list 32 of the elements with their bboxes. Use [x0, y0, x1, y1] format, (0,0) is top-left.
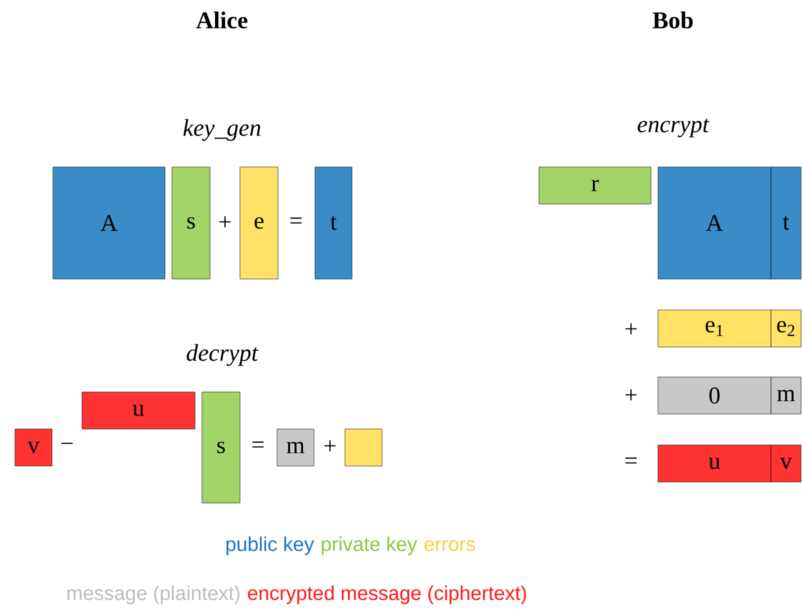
matrix-block: s [202, 392, 240, 504]
legend-entry: errors [424, 540, 476, 552]
matrix-block: m [770, 376, 802, 414]
empty-block [344, 428, 382, 466]
operator-sign: + [625, 323, 637, 334]
operator-sign: + [219, 216, 231, 228]
legend-entry: public key [226, 536, 314, 556]
matrix-block: e$_{2}$ [770, 310, 802, 348]
operator-sign: = [252, 442, 264, 448]
matrix-block: t [770, 166, 802, 280]
matrix-block: r [538, 166, 652, 204]
matrix-block: m [276, 428, 314, 466]
legend-entry: message (plaintext) [68, 586, 240, 604]
matrix-block: v [14, 428, 52, 466]
operator-sign: + [324, 440, 336, 452]
operator-sign: − [61, 442, 73, 444]
matrix-block: v [770, 444, 802, 482]
column-title: Bob [652, 12, 693, 28]
matrix-block: t [314, 166, 352, 280]
matrix-block: e [240, 166, 278, 280]
legend-entry: private key [322, 536, 418, 556]
matrix-block: A [52, 166, 166, 280]
step-heading: encrypt [638, 118, 710, 138]
operator-sign: + [625, 389, 637, 400]
operator-sign: = [625, 458, 637, 464]
column-title: Alice [196, 12, 248, 28]
matrix-block: s [172, 166, 210, 280]
legend-entry: encrypted message (ciphertext) [248, 586, 526, 604]
matrix-block: u [82, 392, 196, 430]
operator-sign: = [290, 218, 302, 224]
step-heading: key_gen [183, 119, 260, 141]
step-heading: decrypt [186, 344, 258, 366]
